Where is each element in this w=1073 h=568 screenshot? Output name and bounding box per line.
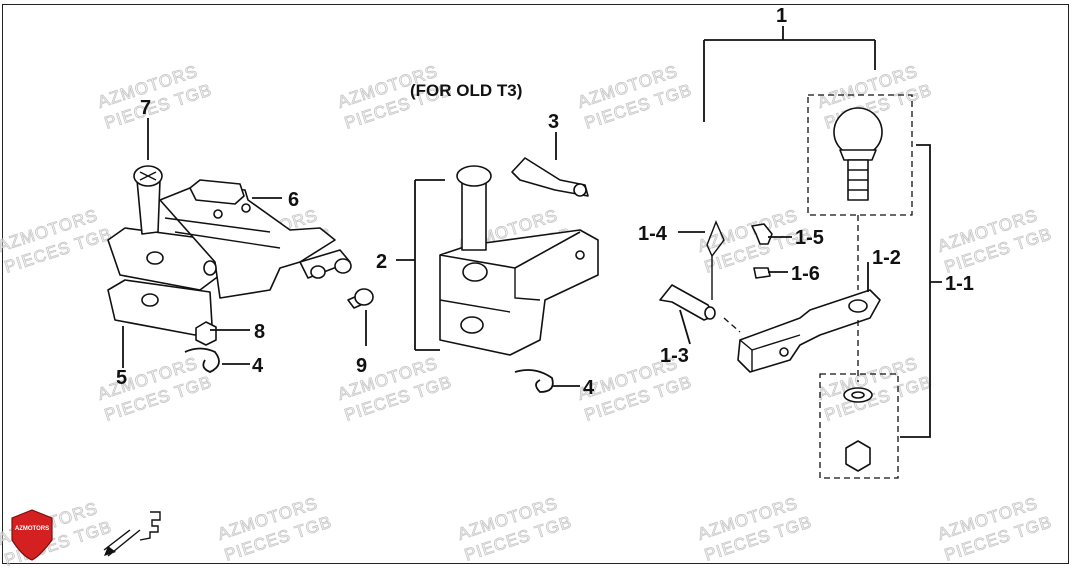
callout-leaders	[122, 26, 942, 438]
callout-2: 2	[376, 251, 387, 273]
shield-icon	[11, 509, 53, 561]
callout-6: 6	[288, 189, 299, 211]
callout-4-middle: 4	[583, 377, 595, 399]
hitch-receiver-old-t3	[439, 157, 599, 393]
callout-1-2: 1-2	[872, 247, 901, 269]
azmotors-logo: AZMOTORS	[11, 509, 53, 561]
callout-1-6: 1-6	[791, 263, 820, 285]
logo-text: AZMOTORS	[15, 526, 49, 532]
callout-3: 3	[548, 111, 559, 133]
callout-4-left: 4	[252, 355, 264, 377]
callout-1-4: 1-4	[638, 223, 668, 245]
note-old-t3: (FOR OLD T3)	[410, 81, 522, 100]
callout-1: 1	[776, 5, 787, 27]
callout-5: 5	[116, 367, 127, 389]
callout-1-1: 1-1	[945, 273, 974, 295]
callout-1-5: 1-5	[795, 227, 824, 249]
callout-7: 7	[140, 97, 151, 119]
tow-ball-hitch-kit	[659, 94, 913, 479]
callout-labels: (FOR OLD T3) 7 6 8 4 5 9 2 3 4 1 1-1 1-2…	[116, 5, 974, 399]
callout-9: 9	[356, 355, 367, 377]
front-direction-arrow-icon	[103, 511, 161, 557]
callout-8: 8	[254, 321, 265, 343]
hitch-bracket-assembly	[107, 165, 374, 373]
callout-1-3: 1-3	[660, 345, 689, 367]
